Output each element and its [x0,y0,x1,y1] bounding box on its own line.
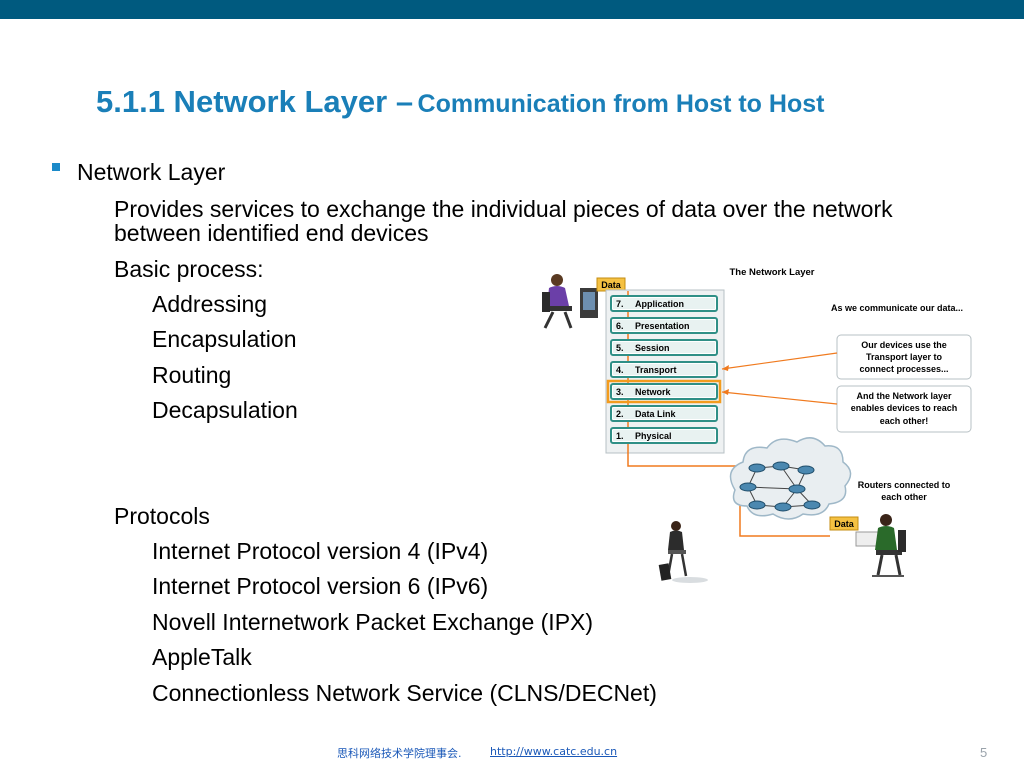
process-step: Encapsulation [152,326,297,352]
data-tag-label: Data [834,519,855,529]
layer-name: Network [635,387,672,397]
callout-network-line: enables devices to reach [851,403,958,413]
layer-name: Application [635,299,684,309]
data-tag [829,516,859,531]
diagram-title: The Network Layer [730,267,815,278]
layer-box-fill [613,342,715,353]
layer-number: 7. [616,299,624,309]
top-banner [0,0,1024,19]
footer-link-wrap: http://www.catc.edu.cn [490,745,617,758]
protocols-label: Protocols [114,503,210,529]
protocol-item: Novell Internetwork Packet Exchange (IPX… [152,609,594,635]
footer-org: 思科网络技术学院理事会. [337,747,462,760]
routers-label-line: each other [881,492,927,502]
layer-name: Data Link [635,409,677,419]
process-step: Addressing [152,291,268,317]
bullet-marker [52,163,60,171]
callout-arrows [721,352,838,405]
protocol-item: Connectionless Network Service (CLNS/DEC… [152,680,657,706]
callout-network-line: each other! [880,416,929,426]
callout-transport-line: Our devices use the [861,340,947,350]
layer-name: Presentation [635,321,690,331]
layer-box-fill [613,386,715,397]
callout-transport-line: connect processes... [859,364,948,374]
callout-network [836,385,972,433]
layer-number: 3. [616,387,624,397]
router-cloud-icon [729,437,852,520]
layer-rows: 7. Application 6. Presentation 5. Session 4. Tr… [606,295,722,444]
layer-number: 4. [616,365,624,375]
layer-number: 5. [616,343,624,353]
layer-box-fill [613,408,715,419]
layer-box-fill [613,430,715,441]
layer-box-fill [613,364,715,375]
heading-network-layer: Network Layer [77,159,226,185]
callout-transport-line: Transport layer to [866,352,943,362]
layer-number: 2. [616,409,624,419]
process-label: Basic process: [114,256,264,282]
layer-name: Transport [635,365,677,375]
data-tag-label: Data [601,280,622,290]
protocol-item: Internet Protocol version 4 (IPv4) [152,538,489,564]
person-with-laptop-icon [658,521,708,583]
process-step: Decapsulation [152,397,298,423]
title-sub: Communication from Host to Host [417,90,825,118]
footer-link[interactable]: http://www.catc.edu.cn [490,745,618,758]
routers-label-line: Routers connected to [858,480,951,490]
page-number: 5 [980,745,988,760]
description-text: Provides services to exchange the indivi… [114,196,893,246]
layer-box-fill [613,320,715,331]
layer-number: 6. [616,321,624,331]
title-main: 5.1.1 Network Layer – [96,84,414,119]
protocol-item: Internet Protocol version 6 (IPv6) [152,573,489,599]
callout-transport [836,334,972,380]
layer-name: Physical [635,431,672,441]
slide-title: 5.1.1 Network Layer – Communication from… [96,84,824,120]
person-at-computer-icon [542,274,598,329]
layer-box-fill [613,298,715,309]
callout-network-line: And the Network layer [856,391,952,401]
layer-number: 1. [616,431,624,441]
layer-name: Session [635,343,670,353]
protocol-item: AppleTalk [152,644,252,670]
caption-top: As we communicate our data... [831,303,963,313]
person-at-desk-icon [855,514,906,577]
process-step: Routing [152,362,232,388]
layer-highlight [606,379,722,404]
